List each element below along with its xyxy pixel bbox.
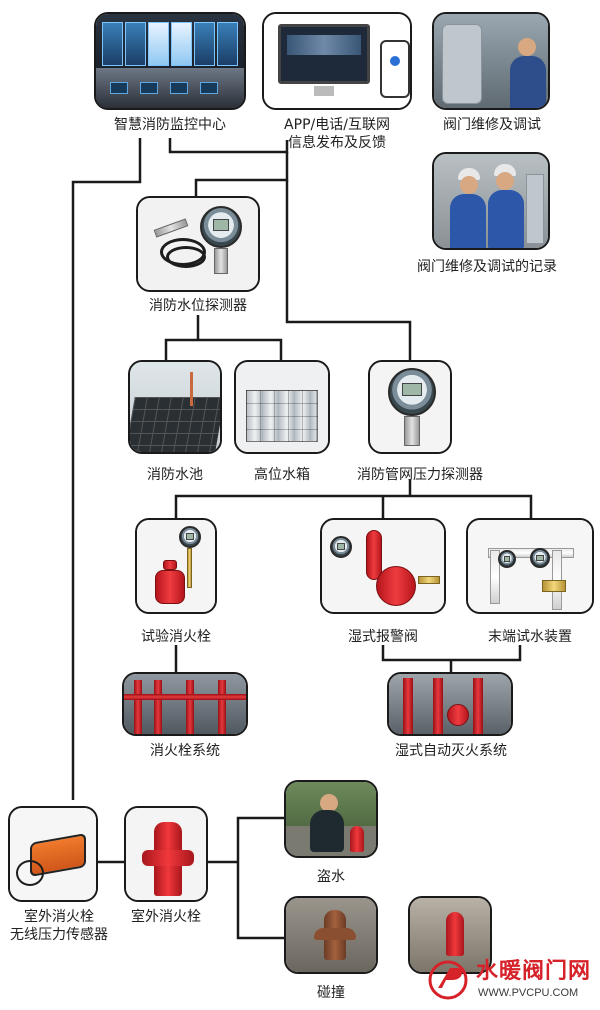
events-bus [236,816,285,940]
high-tank-label: 高位水箱 [254,467,310,483]
logo-url: WWW.PVCPU.COM [478,987,579,999]
level-detector-label: 消防水位探测器 [149,298,247,314]
pool-floor [130,397,220,452]
pressure-gauge-icon [530,548,550,568]
technician-figure [488,190,524,248]
sensor-cable [16,860,44,886]
center-to-pressure-line [285,180,412,360]
collision-label: 碰撞 [317,985,345,1001]
logo-mark-icon [428,960,468,1000]
mobile-phone-icon [380,40,410,98]
wet-alarm-valve-label: 湿式报警阀 [348,629,418,645]
center-to-level-line [194,152,289,196]
test-hydrant-label: 试验消火栓 [141,629,211,645]
app-info-label-line2: 信息发布及反馈 [288,135,386,151]
person-figure [310,810,344,852]
valve-repair-record-image[interactable] [432,152,550,250]
outdoor-sensor-label-line2: 无线压力传感器 [10,927,108,943]
valve-repair-image[interactable] [432,12,550,110]
outdoor-hydrant-image[interactable] [124,806,208,902]
hydrant-valve [155,570,185,604]
watermark-logo: 水暖阀门网 WWW.PVCPU.COM [428,954,596,1008]
wet-sprinkler-system-image[interactable] [387,672,513,736]
logo-text: 水暖阀门网 [476,959,592,984]
valve-repair-record-label: 阀门维修及调试的记录 [417,259,557,275]
valve-repair-label: 阀门维修及调试 [443,117,541,133]
water-theft-label: 盗水 [317,869,345,885]
level-detector-image[interactable] [136,196,260,292]
outdoor-hydrant-label: 室外消火栓 [131,909,201,925]
video-wall [102,22,238,66]
hydrant-system-image[interactable] [122,672,248,736]
pressure-detector-image[interactable] [368,360,452,454]
pool-tank-bus [164,338,283,362]
trunk-line [71,138,142,800]
water-theft-image[interactable] [284,780,378,858]
collision-image[interactable] [284,896,378,974]
technician-figure [510,56,546,108]
pressure-gauge-icon [179,526,201,548]
pressure-branch-bus [174,494,533,522]
end-test-device-image[interactable] [466,518,594,614]
wet-alarm-valve-image[interactable] [320,518,446,614]
alarm-valve-body [366,530,382,580]
pressure-detector-label: 消防管网压力探测器 [357,467,483,483]
alarm-end-bus [381,645,522,662]
outdoor-sensor-image[interactable] [8,806,98,902]
pressure-gauge-icon [330,536,352,558]
center-to-app-line [168,138,289,154]
high-tank-image[interactable] [234,360,330,454]
technician-figure [450,194,486,248]
end-test-device-label: 末端试水装置 [488,629,572,645]
test-hydrant-image[interactable] [135,518,217,614]
hydrant-system-label: 消火栓系统 [150,743,220,759]
fire-pool-image[interactable] [128,360,222,454]
control-desk [96,68,244,108]
monitoring-center-image[interactable] [94,12,246,110]
wet-sprinkler-system-label: 湿式自动灭火系统 [395,743,507,759]
app-info-image[interactable] [262,12,412,110]
monitoring-center-label: 智慧消防监控中心 [114,117,226,133]
pressure-gauge-icon [498,550,516,568]
outdoor-sensor-label-line1: 室外消火栓 [24,909,94,925]
pressure-gauge-icon [388,368,436,416]
digital-gauge-icon [200,206,242,248]
stainless-tank [246,390,318,442]
desktop-monitor-icon [278,24,370,84]
fire-pool-label: 消防水池 [147,467,203,483]
damaged-hydrant-icon [446,912,464,956]
app-info-label-line1: APP/电话/互联网 [284,117,390,133]
